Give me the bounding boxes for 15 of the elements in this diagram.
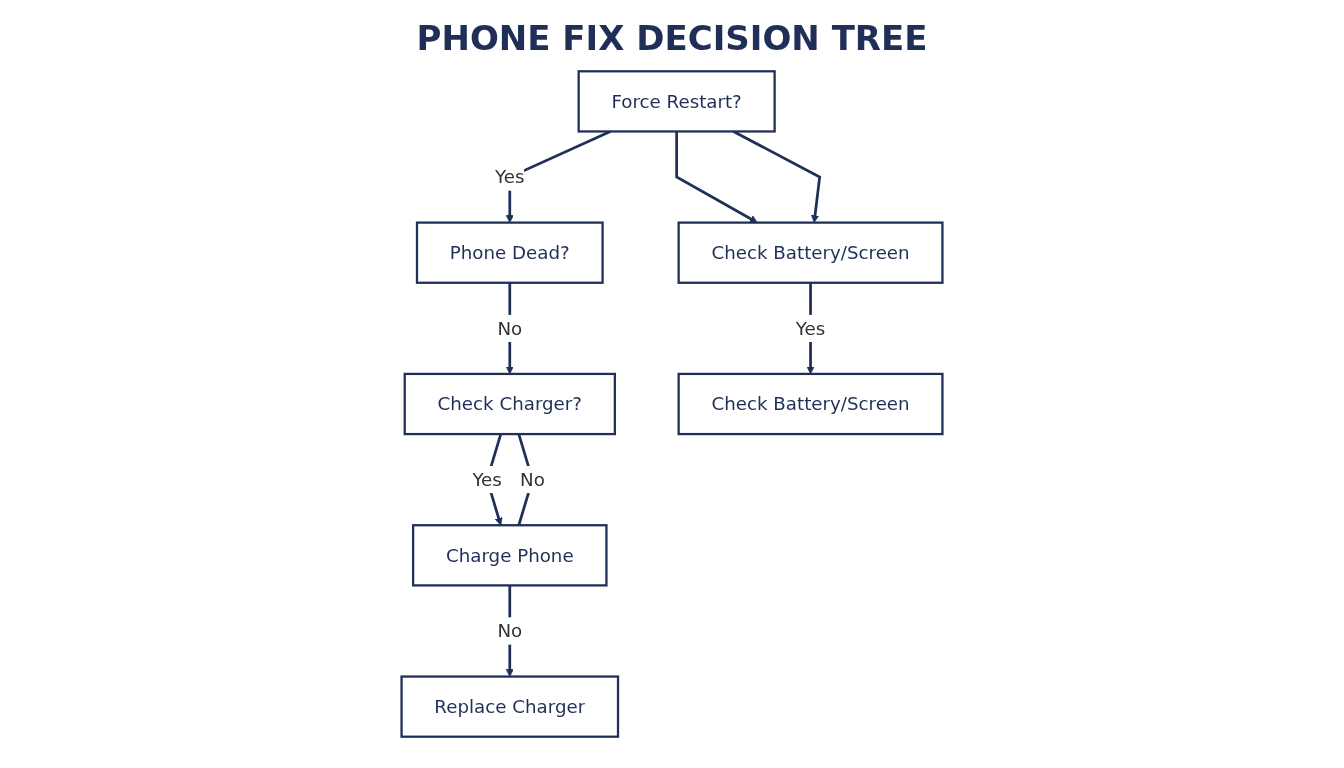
edge-label: No xyxy=(497,317,523,340)
node-box: Force Restart? xyxy=(577,70,776,133)
node-box: Phone Dead? xyxy=(415,221,604,284)
node-box: Check Charger? xyxy=(403,372,616,436)
node-box: Check Battery/Screen xyxy=(677,372,944,436)
edge-label: Yes xyxy=(472,468,502,491)
edge-label: Yes xyxy=(795,317,826,340)
edge-label: Yes xyxy=(495,166,525,188)
node-box: Charge Phone xyxy=(412,524,608,587)
edge-label: No xyxy=(497,620,523,642)
node-box: Check Battery/Screen xyxy=(677,221,944,284)
arrow xyxy=(675,131,758,223)
node-box: Replace Charger xyxy=(400,675,620,738)
edge-label: No xyxy=(520,468,545,491)
diagram-title: PHONE FIX DECISION TREE xyxy=(415,18,929,58)
